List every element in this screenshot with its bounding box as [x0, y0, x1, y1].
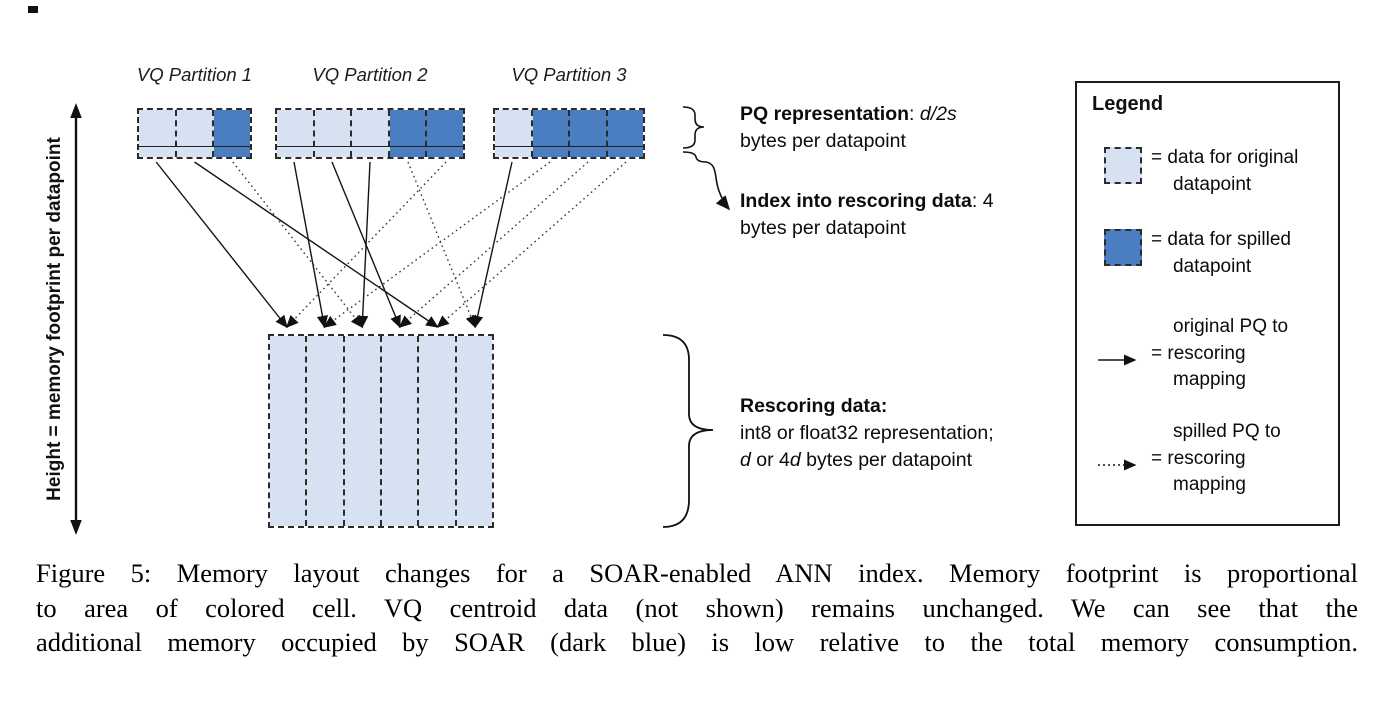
- rescoring-annotation-line3: d or 4d bytes per datapoint: [740, 449, 973, 471]
- legend-entry-line: spilled PQ to: [1173, 421, 1281, 442]
- pq-index-separator: [275, 146, 465, 147]
- axis-label: Height = memory footprint per datapoint: [44, 137, 65, 501]
- legend-title: Legend: [1092, 93, 1164, 115]
- partition-label: VQ Partition 3: [511, 64, 627, 85]
- pq-cell-spilled: [532, 110, 570, 157]
- index-annotation-value: : 4: [971, 190, 994, 212]
- figure-caption: Figure 5: Memory layout changes for a SO…: [36, 556, 1358, 660]
- legend-entry-line: datapoint: [1173, 173, 1252, 195]
- rescoring-brace: [662, 334, 714, 528]
- spilled-swatch: [1104, 229, 1142, 266]
- rescoring-annotation-line2: int8 or float32 representation;: [740, 422, 994, 444]
- pq-annotation-value: d/2s: [919, 103, 957, 125]
- pq-cell-original: [277, 110, 315, 157]
- partition-cells: [277, 110, 463, 157]
- pq-cell-spilled: [389, 110, 428, 157]
- legend-entry-line: = rescoring: [1151, 447, 1246, 469]
- pq-annotation-title: PQ representation: [740, 103, 910, 125]
- pq-index-separator: [493, 146, 645, 147]
- caption-line: Figure 5: Memory layout changes for a SO…: [36, 558, 1358, 588]
- legend-entry-line: = data for spilled: [1151, 229, 1291, 250]
- legend-entry-text: = data for spilled datapoint: [1151, 227, 1291, 280]
- original-mapping-arrow-icon: [194, 161, 439, 328]
- pq-cell-original: [176, 110, 215, 157]
- legend-entry-line: = data for original: [1151, 147, 1299, 168]
- partition-label: VQ Partition 1: [136, 64, 253, 85]
- legend-entry-text: spilled PQ to = rescoring mapping: [1151, 419, 1281, 499]
- pq-annotation-line2: bytes per datapoint: [740, 130, 906, 152]
- index-annotation-title: Index into rescoring data: [740, 190, 972, 212]
- original-mapping-arrow-icon: [331, 161, 401, 329]
- legend-entry-text: = data for original datapoint: [1151, 145, 1298, 198]
- partition-label: VQ Partition 2: [312, 64, 428, 85]
- pq-annotation: PQ representation: d/2s bytes per datapo…: [740, 101, 957, 155]
- original-mapping-arrow-icon: [293, 161, 328, 329]
- spilled-mapping-arrow-icon: [407, 161, 477, 329]
- legend-entry-line: datapoint: [1173, 255, 1252, 277]
- legend-entry-line: = rescoring: [1151, 342, 1246, 364]
- rescoring-data-block: [268, 334, 494, 528]
- index-arrow-icon: [682, 151, 731, 211]
- rescoring-column: [419, 336, 457, 526]
- rescoring-column: [270, 336, 308, 526]
- pq-cell-original: [314, 110, 353, 157]
- partition-cells: [139, 110, 251, 157]
- original-mapping-arrow-icon: [155, 161, 288, 329]
- rescoring-annotation: Rescoring data: int8 or float32 represen…: [740, 393, 994, 474]
- partition-box: [493, 108, 645, 159]
- rescoring-column: [344, 336, 382, 526]
- index-annotation: Index into rescoring data: 4 bytes per d…: [740, 188, 994, 242]
- corner-mark: [28, 6, 38, 13]
- pq-cell-spilled: [607, 110, 643, 157]
- original-mapping-arrow-icon: [357, 161, 371, 329]
- index-annotation-line2: bytes per datapoint: [740, 217, 906, 239]
- dotted-arrow-icon: [1097, 458, 1145, 477]
- legend-entry-line: original PQ to: [1173, 316, 1289, 337]
- caption-line: to area of colored cell. VQ centroid dat…: [36, 592, 1358, 623]
- rescoring-column: [456, 336, 492, 526]
- legend-entry-text: original PQ to = rescoring mapping: [1151, 314, 1288, 394]
- pq-cell-original: [352, 110, 390, 157]
- rescoring-column: [381, 336, 420, 526]
- original-swatch: [1104, 147, 1142, 184]
- pq-index-separator: [137, 146, 252, 147]
- spilled-mapping-arrow-icon: [398, 161, 589, 328]
- pq-annotation-sep: :: [909, 103, 920, 125]
- pq-brace: [682, 106, 705, 149]
- caption-line: additional memory occupied by SOAR (dark…: [36, 627, 1358, 657]
- pq-cell-original: [139, 110, 177, 157]
- spilled-mapping-arrow-icon: [436, 161, 627, 328]
- pq-cell-spilled: [214, 110, 251, 157]
- original-mapping-arrow-icon: [472, 161, 513, 329]
- spilled-mapping-arrow-icon: [232, 161, 364, 329]
- spilled-mapping-arrow-icon: [323, 161, 551, 328]
- rescoring-column: [307, 336, 345, 526]
- axis-double-arrow-icon: [70, 103, 82, 535]
- pq-cell-original: [495, 110, 533, 157]
- mapping-arrows-layer: [155, 161, 627, 329]
- pq-cell-spilled: [570, 110, 608, 157]
- pq-cell-spilled: [427, 110, 463, 157]
- partition-cells: [495, 110, 643, 157]
- legend-entry-line: mapping: [1173, 369, 1246, 390]
- legend-entry-line: mapping: [1173, 474, 1246, 495]
- partition-box: [275, 108, 465, 159]
- partition-box: [137, 108, 252, 159]
- rescoring-annotation-title: Rescoring data:: [740, 395, 888, 417]
- spilled-mapping-arrow-icon: [285, 161, 447, 329]
- solid-arrow-icon: [1097, 353, 1145, 372]
